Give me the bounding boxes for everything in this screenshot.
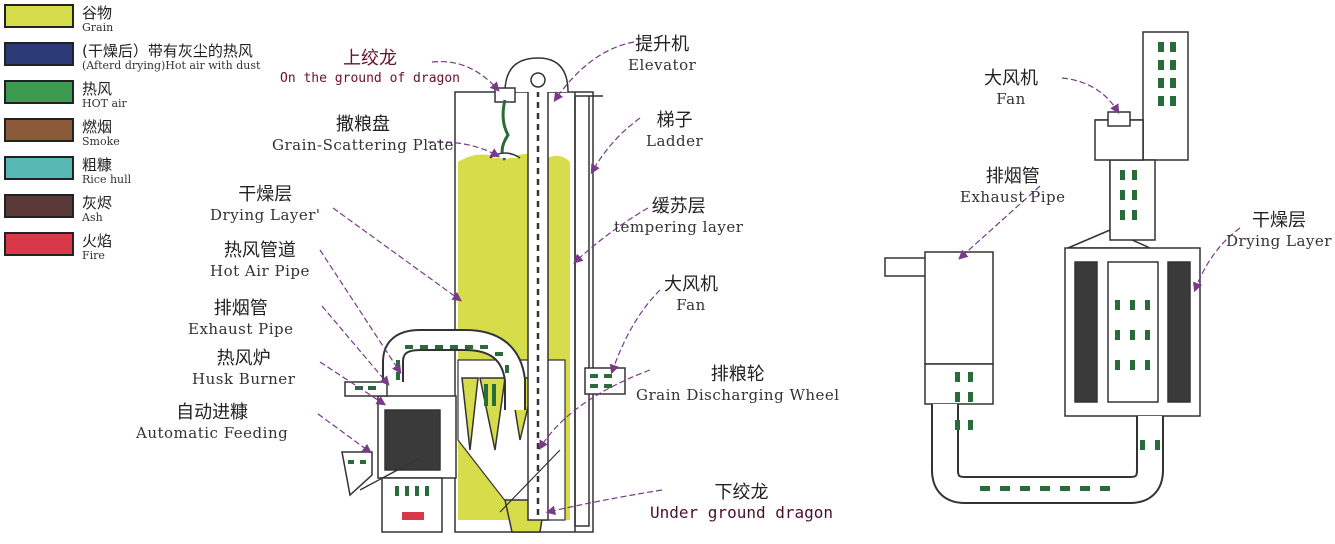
label-zh: 自动进糠 [176,402,249,423]
label-hot-air-pipe: 热风管道 Hot Air Pipe [210,240,310,280]
burner-base [381,477,443,533]
label-zh: 排烟管 [213,298,268,319]
label-en: Husk Burner [192,370,296,388]
label-zh: 大风机 [984,68,1038,89]
label-husk-burner: 热风炉 Husk Burner [192,348,295,388]
exhaust-stub [344,381,388,397]
label-zh: 排粮轮 [710,364,765,385]
legend-item-dusty-air: (干燥后）带有灰尘的热风 (Afterd drying)Hot air with… [2,40,362,78]
legend-label-en: Rice hull [82,173,132,186]
label-en: tempering layer [614,218,744,236]
legend-swatch [4,4,74,28]
label-en: Under ground dragon [650,503,834,522]
label-zh: 上绞龙 [343,48,397,69]
legend-label-en: Fire [82,249,105,262]
right-air-arrows [955,42,1176,491]
legend-swatch [4,80,74,104]
legend-item-smoke: 燃烟 Smoke [2,116,362,154]
label-lower-auger: 下绞龙 Under ground dragon [650,482,833,522]
label-ladder: 梯子 Ladder [646,110,703,150]
legend-label-en: Grain [82,21,114,34]
label-right-fan: 大风机 Fan [984,68,1038,108]
label-en: Fan [996,90,1026,108]
label-zh: 干燥层 [1251,210,1306,231]
legend-item-hot-air: 热风 HOT air [2,78,362,116]
label-scatter-plate: 撒粮盘 Grain-Scattering Plate [272,114,454,154]
label-zh: 下绞龙 [714,482,769,503]
legend-swatch [4,232,74,256]
legend-label-zh: (干燥后）带有灰尘的热风 [82,42,253,60]
legend-label-zh: 灰烬 [82,194,113,212]
label-zh: 撒粮盘 [335,114,390,135]
label-elevator: 提升机 Elevator [628,34,696,74]
legend-swatch [4,194,74,218]
legend-label-en: Ash [82,211,103,224]
upper-auger [494,87,516,103]
label-zh: 梯子 [656,110,693,131]
label-zh: 热风管道 [223,240,296,261]
label-discharge-wheel: 排粮轮 Grain Discharging Wheel [636,364,840,404]
label-en: Drying Layer' [210,206,321,224]
u-duct [931,404,1164,504]
label-right-exhaust-pipe: 排烟管 Exhaust Pipe [960,166,1066,206]
label-zh: 热风炉 [216,348,271,369]
feed-hopper [341,451,373,497]
label-zh: 提升机 [635,34,690,55]
right-machine [884,31,1201,504]
label-en: Ladder [646,132,704,150]
label-right-drying-layer: 干燥层 Drying Layer [1226,210,1332,250]
label-zh: 大风机 [664,274,718,295]
legend-label-zh: 热风 [82,80,113,98]
label-en: Grain-Scattering Plate [272,136,454,154]
legend-label-en: Smoke [82,135,120,148]
label-fan: 大风机 Fan [664,274,718,314]
label-en: Elevator [628,56,697,74]
legend-label-zh: 火焰 [82,232,113,250]
ladder [574,95,590,527]
discharge-cone [461,377,479,451]
legend-label-zh: 谷物 [82,4,113,22]
legend-swatch [4,156,74,180]
legend-label-zh: 粗糠 [82,156,113,174]
label-zh: 缓苏层 [651,196,706,217]
label-drying-layer: 干燥层 Drying Layer' [210,184,321,224]
legend-label-zh: 燃烟 [82,118,113,136]
label-exhaust-pipe: 排烟管 Exhaust Pipe [188,298,294,338]
legend-item-fire: 火焰 Fire [2,230,362,268]
legend-swatch [4,42,74,66]
label-zh: 排烟管 [985,166,1040,187]
label-en: Fan [676,296,706,314]
legend-item-rice-hull: 粗糠 Rice hull [2,154,362,192]
label-en: On the ground of dragon [280,71,461,86]
label-auto-feed: 自动进糠 Automatic Feeding [136,402,288,442]
legend-label-en: (Afterd drying)Hot air with dust [82,59,261,72]
label-en: Exhaust Pipe [960,188,1066,206]
legend-item-grain: 谷物 Grain [2,2,362,40]
label-upper-auger: 上绞龙 On the ground of dragon [280,48,460,88]
legend-label-en: HOT air [82,97,127,110]
legend-swatch [4,118,74,142]
label-en: Drying Layer [1226,232,1332,250]
label-en: Hot Air Pipe [210,262,310,280]
fan-small-box [1107,111,1131,127]
fire [402,512,424,520]
leader-lines [317,41,1241,516]
label-en: Automatic Feeding [136,424,289,442]
label-tempering-layer: 缓苏层 tempering layer [614,196,743,236]
label-en: Grain Discharging Wheel [636,386,840,404]
label-en: Exhaust Pipe [188,320,294,338]
fan-chimney [1142,31,1189,161]
legend-item-ash: 灰烬 Ash [2,192,362,230]
label-zh: 干燥层 [238,184,293,205]
